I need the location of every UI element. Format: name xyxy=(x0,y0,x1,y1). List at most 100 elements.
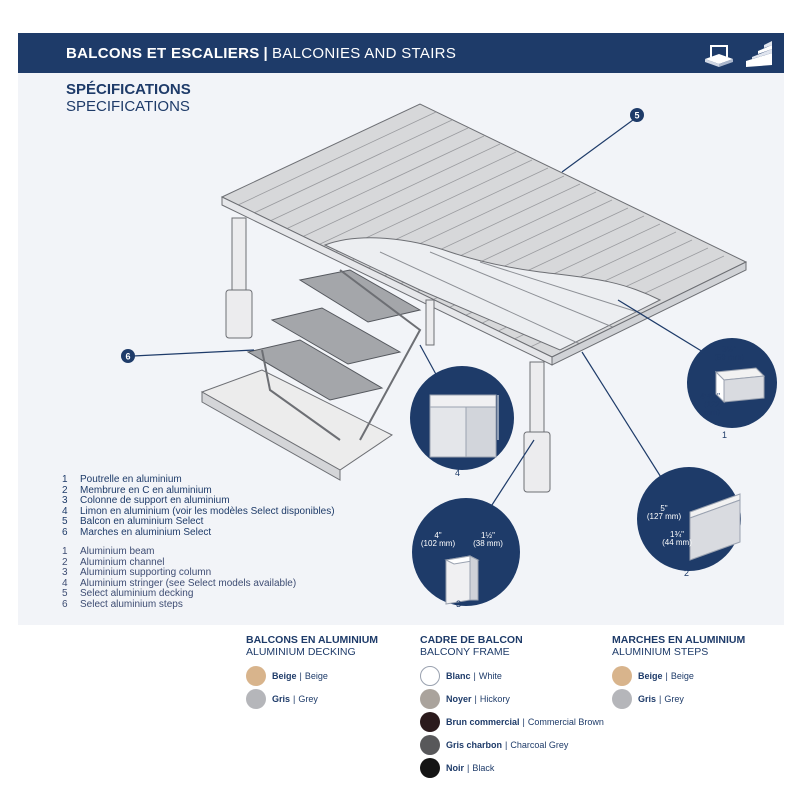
balcony-stairs-drawing: 5 6 xyxy=(121,103,777,606)
column-left xyxy=(231,217,247,299)
color-name-en: Beige xyxy=(304,670,328,681)
detail-2-number: 2 xyxy=(684,568,690,578)
header-icons xyxy=(702,37,776,69)
legend-num: 4 xyxy=(62,577,68,589)
color-swatch-item: Gris charbon|Charcoal Grey xyxy=(420,733,604,756)
color-name-fr: Beige xyxy=(638,670,663,681)
detail-3-width: 4" (102 mm) xyxy=(420,532,456,548)
detail-2-height: 5" (127 mm) xyxy=(646,505,682,521)
color-name-fr: Beige xyxy=(272,670,297,681)
callout-5-marker xyxy=(630,108,644,122)
color-swatch-item: Beige|Beige xyxy=(612,664,745,687)
color-swatch-item: Gris|Grey xyxy=(246,687,378,710)
legend-num: 6 xyxy=(62,598,68,610)
detail-3-depth: 1½" (38 mm) xyxy=(470,532,506,548)
detail-2-height-in: 5" xyxy=(660,504,668,513)
side-beam xyxy=(551,261,747,366)
legend-en-row: 3 Aluminium supporting column xyxy=(62,567,335,579)
color-swatch xyxy=(420,665,440,686)
detail-3-width-mm: (102 mm) xyxy=(420,539,456,548)
stairs-icon xyxy=(746,41,772,67)
color-name-fr: Noyer xyxy=(446,693,472,704)
column-front-footing xyxy=(523,431,551,493)
legend-num: 2 xyxy=(62,556,68,568)
color-swatch xyxy=(420,711,440,732)
legend-text: Select aluminium decking xyxy=(80,588,194,599)
legend-num: 1 xyxy=(62,474,68,485)
color-swatch-item: Noyer|Hickory xyxy=(420,687,604,710)
detail-2-width: 1¾" (44 mm) xyxy=(662,531,692,547)
header-title: BALCONS ET ESCALIERS|BALCONIES AND STAIR… xyxy=(18,45,456,62)
color-swatch xyxy=(612,688,632,709)
callout-5-label: 5 xyxy=(634,111,639,121)
steps-colors: MARCHES EN ALUMINIUM ALUMINIUM STEPS Bei… xyxy=(612,634,745,710)
detail-3-number: 3 xyxy=(456,599,462,609)
color-name-en: White xyxy=(478,670,502,681)
decking-colors: BALCONS EN ALUMINIUM ALUMINIUM DECKING B… xyxy=(246,634,378,710)
decking-colors-title-en: ALUMINIUM DECKING xyxy=(246,646,356,658)
detail-1-width: 3½" (89 mm) xyxy=(712,346,746,362)
stair-stringer-right xyxy=(339,269,422,441)
legend-num: 3 xyxy=(62,567,68,578)
color-swatch-item: Gris|Grey xyxy=(612,687,745,710)
frame-colors-title-fr: CADRE DE BALCON xyxy=(420,634,523,646)
legend-num: 1 xyxy=(62,546,68,557)
legend-num: 2 xyxy=(62,484,68,496)
detail-1-number: 1 xyxy=(722,430,728,440)
color-name-en: Hickory xyxy=(479,693,510,704)
stair-tread-bottom xyxy=(246,339,384,401)
specifications-title-fr: SPÉCIFICATIONS xyxy=(66,81,191,98)
detail-1-width-in: 3½" xyxy=(722,345,736,354)
legend-num: 4 xyxy=(62,505,68,517)
frame-colors-title-en: BALCONY FRAME xyxy=(420,646,510,658)
legend-en-row: 4 Aluminium stringer (see Select models a… xyxy=(62,577,335,590)
detail-2-width-in: 1¾" xyxy=(670,530,684,539)
legend-num: 3 xyxy=(62,495,68,506)
color-name-en: Black xyxy=(472,762,495,773)
legend-text: Aluminium stringer (see Select models av… xyxy=(80,577,297,589)
color-swatch-item: Noir|Black xyxy=(420,756,604,779)
color-swatch-item: Blanc|White xyxy=(420,664,604,687)
legend-text: Limon en aluminium (voir les modèles Sel… xyxy=(80,505,335,517)
legend-text: Poutrelle en aluminium xyxy=(80,474,182,485)
detail-3-width-in: 4" xyxy=(434,531,442,540)
legend-text: Balcon en aluminium Select xyxy=(80,516,204,527)
steps-colors-title-en: ALUMINIUM STEPS xyxy=(612,646,709,658)
color-name-en: Beige xyxy=(670,670,694,681)
color-name-fr: Gris xyxy=(638,693,657,704)
header-separator: | xyxy=(263,44,269,62)
legend-en-row: 5 Select aluminium decking xyxy=(62,588,335,600)
header-title-en: BALCONIES AND STAIRS xyxy=(272,44,457,62)
legend-text: Marches en aluminium Select xyxy=(80,526,212,538)
detail-3-depth-mm: (38 mm) xyxy=(473,539,503,548)
stair-stringer-left xyxy=(261,349,341,441)
color-name-en: Commercial Brown xyxy=(527,716,604,727)
specifications-title: SPÉCIFICATIONS SPECIFICATIONS xyxy=(66,81,191,115)
callout-6-marker xyxy=(121,349,135,363)
color-swatch xyxy=(246,688,266,709)
legend-text: Aluminium supporting column xyxy=(80,567,212,578)
deck-icon xyxy=(705,45,733,67)
frame-joists xyxy=(379,251,651,345)
detail-3-depth-in: 1½" xyxy=(481,531,495,540)
header-title-fr: BALCONS ET ESCALIERS xyxy=(66,44,260,62)
deck-cutaway xyxy=(323,237,662,351)
color-swatch xyxy=(420,734,440,755)
color-swatch-item: Brun commercial|Commercial Brown xyxy=(420,710,604,733)
legend-num: 5 xyxy=(62,588,68,599)
detail-4-number: 4 xyxy=(455,468,461,478)
legend-num: 5 xyxy=(62,516,68,527)
steps-colors-title-fr: MARCHES EN ALUMINIUM xyxy=(612,634,746,646)
decking-colors-title-fr: BALCONS EN ALUMINIUM xyxy=(246,634,379,646)
column-front xyxy=(529,361,545,443)
callout-6-label: 6 xyxy=(125,352,130,362)
color-swatch xyxy=(612,665,632,686)
section-header: BALCONS ET ESCALIERS|BALCONIES AND STAIR… xyxy=(18,33,784,73)
